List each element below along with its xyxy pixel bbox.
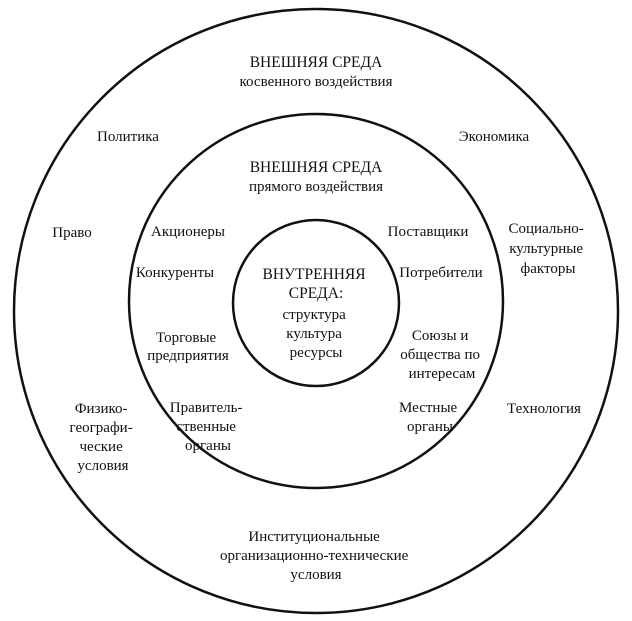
factor-law: Право (52, 225, 91, 241)
factor-trade: Торговые предприятия (147, 330, 229, 364)
middle-title: ВНЕШНЯЯ СРЕДА (250, 159, 383, 176)
factor-consumers: Потребители (399, 265, 482, 281)
factor-shareholders: Акционеры (151, 224, 225, 240)
factor-physical-geography: Физико- географи- ческие условия (70, 401, 137, 474)
factor-local: Местные органы (399, 400, 461, 435)
factor-technology: Технология (507, 401, 581, 417)
outer-subtitle: косвенного воздействия (240, 74, 393, 90)
inner-items: структура культура ресурсы (282, 307, 349, 361)
factor-unions: Союзы и общества по интересам (400, 328, 484, 382)
factor-economics: Экономика (459, 129, 530, 145)
middle-subtitle: прямого воздействия (249, 179, 383, 195)
inner-ring (231, 218, 401, 388)
inner-title: ВНУТРЕННЯЯ СРЕДА: (262, 266, 369, 302)
factor-government: Правитель- ственные органы (170, 400, 246, 454)
factor-sociocultural: Социально- культурные факторы (509, 221, 588, 277)
factor-politics: Политика (97, 129, 159, 145)
outer-title: ВНЕШНЯЯ СРЕДА (250, 54, 383, 71)
factor-suppliers: Поставщики (388, 224, 469, 240)
factor-institutional: Институциональные организационно-техниче… (220, 529, 412, 583)
factor-competitors: Конкуренты (136, 265, 214, 281)
